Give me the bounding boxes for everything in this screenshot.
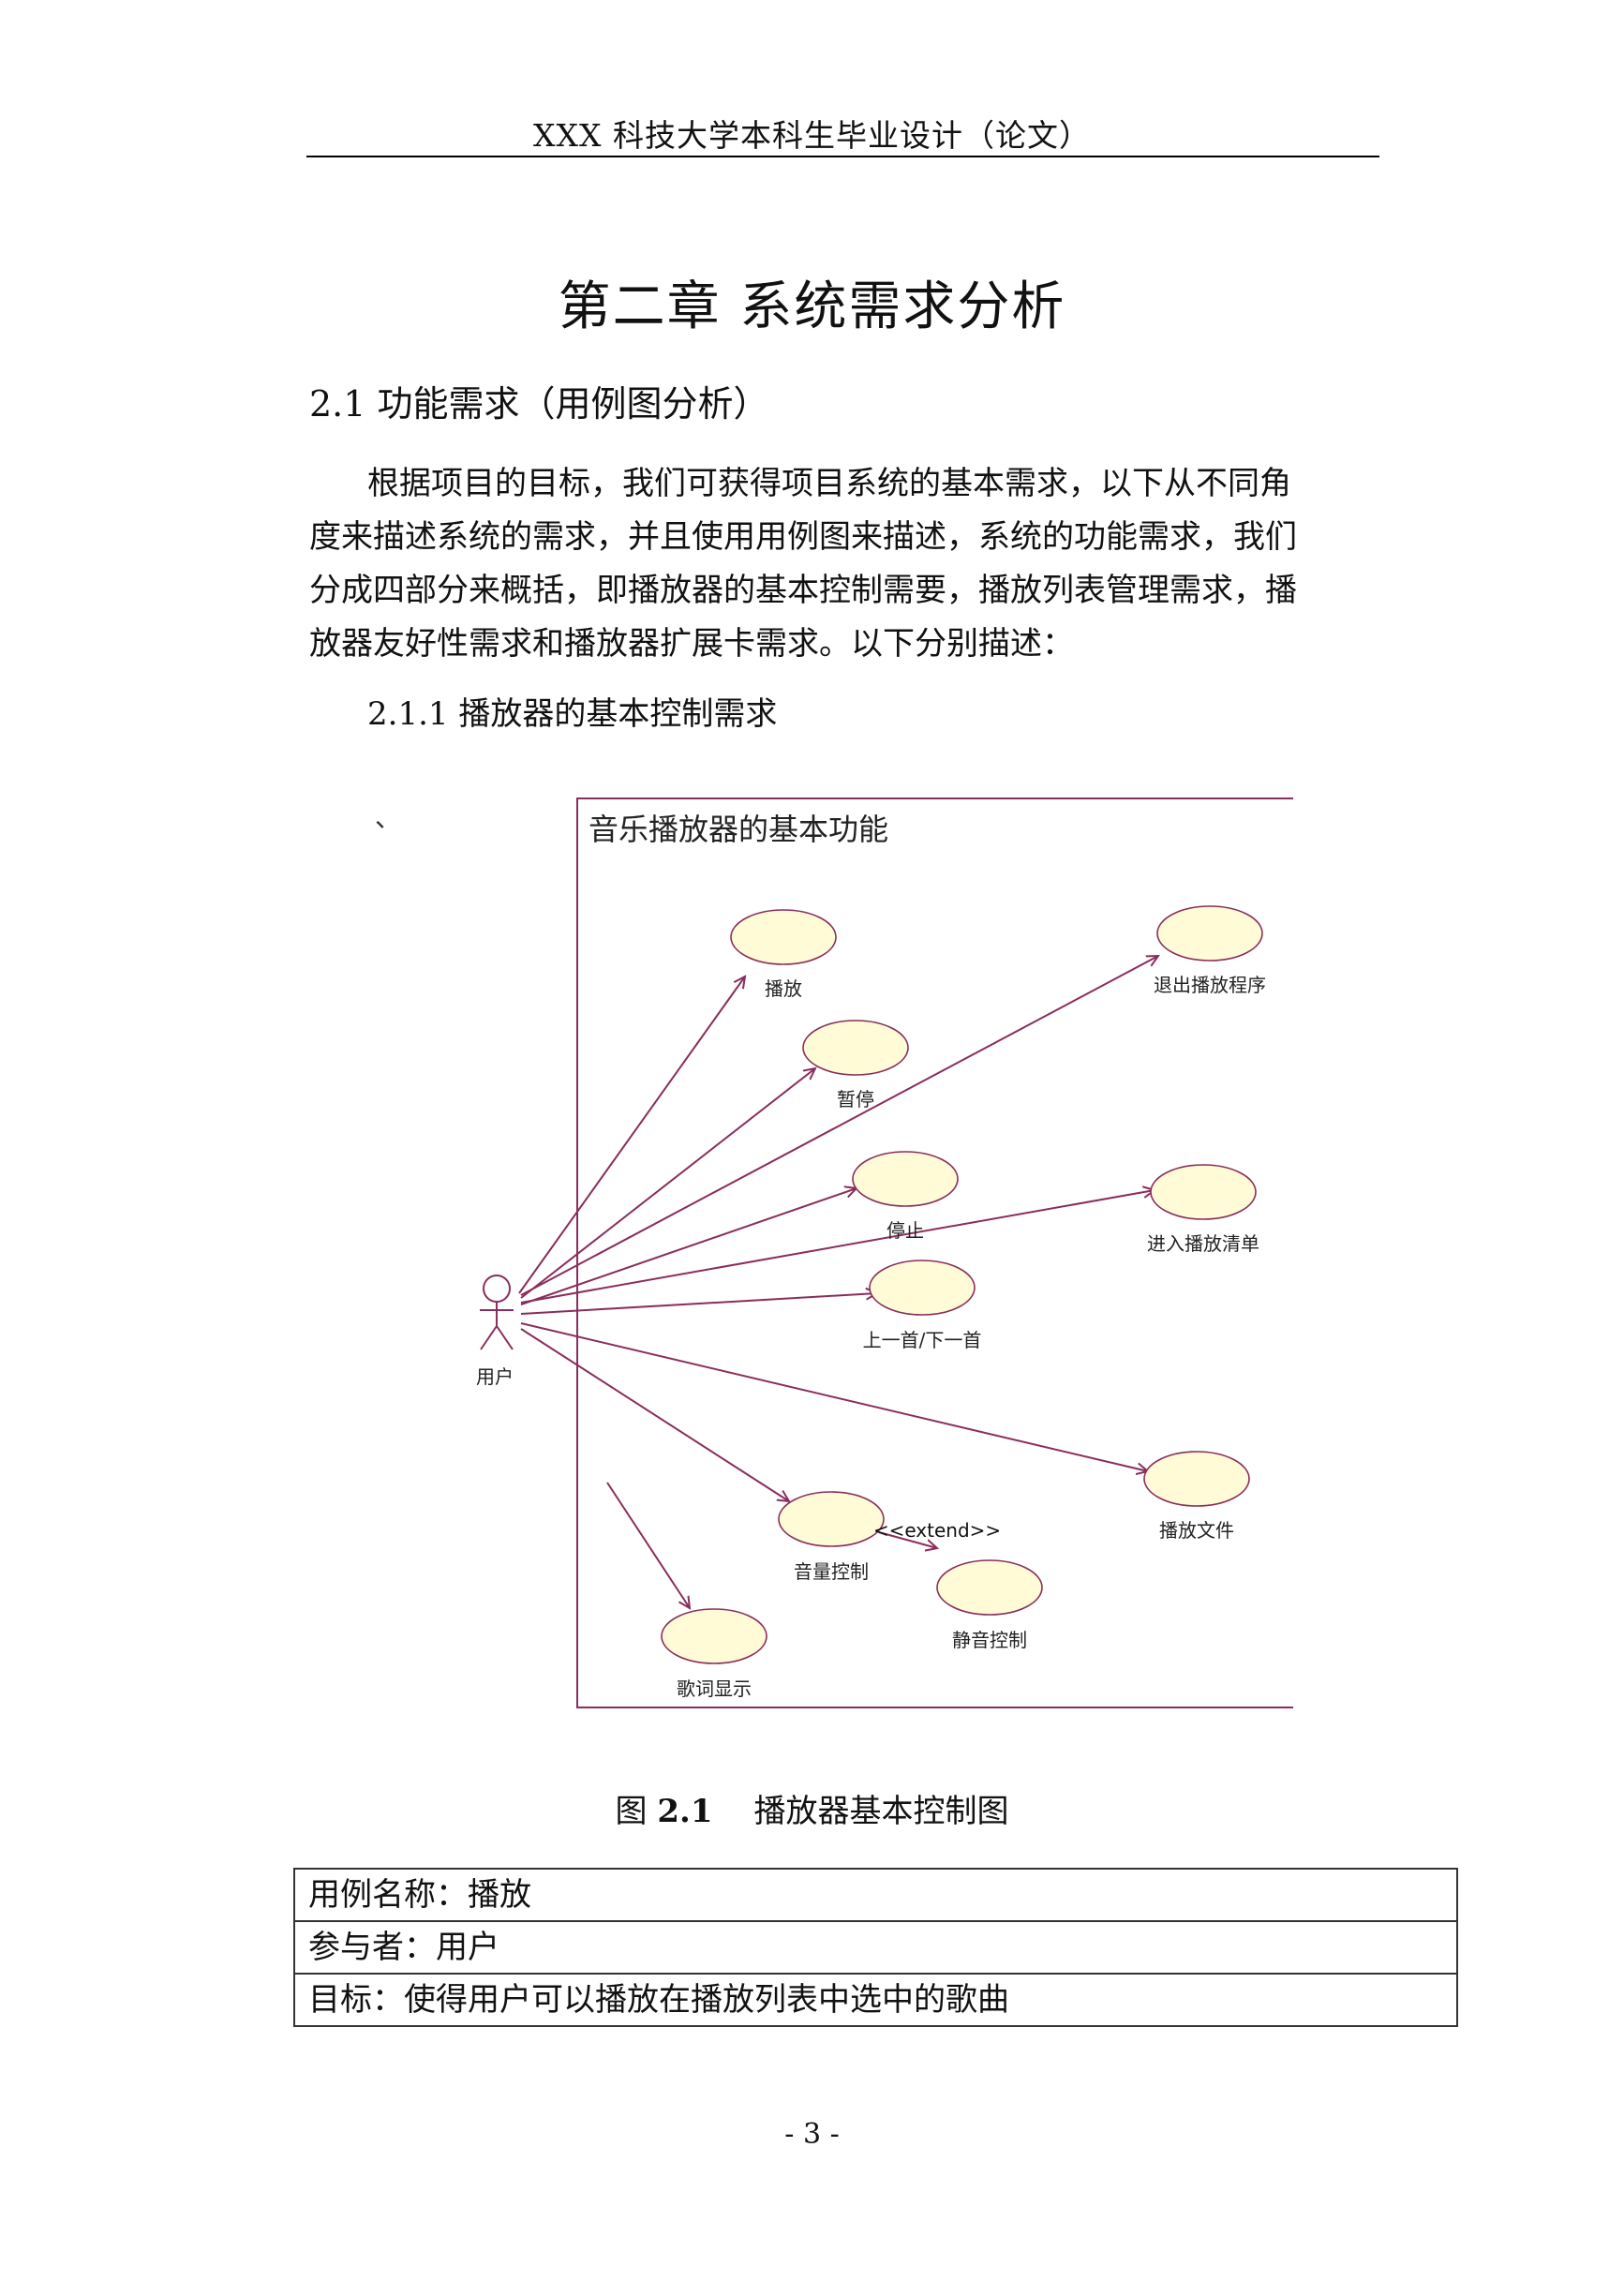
header-rule	[306, 156, 1379, 157]
table-cell: 参与者：用户	[293, 1920, 1458, 1975]
table-row: 用例名称：播放	[293, 1868, 1458, 1922]
figure-prefix: 图	[615, 1793, 658, 1830]
figure-number: 2.1	[657, 1793, 713, 1830]
intro-line: 分成四部分来概括，即播放器的基本控制需要，播放列表管理需求，播	[309, 572, 1297, 609]
figure-title: 播放器基本控制图	[753, 1793, 1009, 1830]
page-number: - 3 -	[784, 2118, 840, 2151]
boundary-title: 音乐播放器的基本功能	[589, 812, 888, 847]
usecase-playfile-label: 播放文件	[1159, 1519, 1234, 1542]
intro-line: 度来描述系统的需求，并且使用用例图来描述，系统的功能需求，我们	[309, 518, 1297, 556]
usecase-table: 用例名称：播放 参与者：用户 目标：使得用户可以播放在播放列表中选中的歌曲	[293, 1868, 1458, 2027]
assoc-playlist	[520, 1190, 1155, 1304]
table-row: 参与者：用户	[293, 1920, 1458, 1975]
usecase-mute	[936, 1559, 1043, 1616]
usecase-play-label: 播放	[765, 977, 802, 1000]
intro-line: 根据项目的目标，我们可获得项目系统的基本需求，以下从不同角	[367, 465, 1291, 502]
usecase-playlist	[1150, 1164, 1257, 1220]
usecase-pause	[802, 1020, 909, 1076]
table-cell: 用例名称：播放	[293, 1868, 1458, 1922]
assoc-stop	[520, 1188, 857, 1305]
actor-user	[480, 1275, 514, 1350]
usecase-exit-label: 退出播放程序	[1154, 974, 1266, 996]
usecase-pause-label: 暂停	[837, 1088, 874, 1111]
usecase-stop	[852, 1151, 959, 1207]
table-cell: 目标：使得用户可以播放在播放列表中选中的歌曲	[293, 1973, 1458, 2027]
assoc-exit	[520, 956, 1158, 1296]
assoc-volume	[520, 1328, 789, 1501]
usecase-lyrics	[661, 1608, 767, 1664]
table-row: 目标：使得用户可以播放在播放列表中选中的歌曲	[293, 1973, 1458, 2027]
usecase-stop-label: 停止	[886, 1219, 924, 1242]
assoc-pause	[520, 1068, 815, 1299]
extend-label: <<extend>>	[873, 1519, 1001, 1542]
use-case-diagram: 、 音乐播放器的基本功能 用户 播	[375, 798, 1293, 1708]
section-title: 2.1 功能需求（用例图分析）	[309, 383, 769, 425]
page-header: XXX 科技大学本科生毕业设计（论文）	[533, 117, 1091, 154]
extend-arrow	[878, 1531, 937, 1548]
chapter-title: 第二章 系统需求分析	[558, 276, 1066, 337]
intro-line: 放器友好性需求和播放器扩展卡需求。以下分别描述：	[309, 625, 1074, 663]
assoc-playfile	[520, 1322, 1148, 1471]
assoc-lyrics	[606, 1482, 690, 1608]
usecase-playfile	[1143, 1451, 1250, 1507]
system-boundary	[576, 798, 1293, 1708]
usecase-play	[730, 909, 837, 965]
usecase-prev-next-label: 上一首/下一首	[863, 1329, 982, 1351]
usecase-exit	[1156, 905, 1263, 962]
usecase-lyrics-label: 歌词显示	[677, 1677, 752, 1700]
intro-paragraph: 根据项目的目标，我们可获得项目系统的基本需求，以下从不同角 度来描述系统的需求，…	[309, 457, 1381, 671]
usecase-playlist-label: 进入播放清单	[1147, 1232, 1259, 1255]
assoc-prev-next	[520, 1293, 877, 1315]
usecase-prev-next	[869, 1260, 976, 1316]
stray-mark: 、	[375, 802, 401, 833]
usecase-volume-label: 音量控制	[794, 1560, 869, 1583]
usecase-mute-label: 静音控制	[952, 1629, 1027, 1651]
assoc-play	[518, 977, 745, 1294]
actor-label: 用户	[476, 1365, 514, 1388]
subsection-title: 2.1.1 播放器的基本控制需求	[367, 695, 778, 733]
figure-caption: 图 2.1 播放器基本控制图	[0, 1785, 1624, 1831]
usecase-volume	[778, 1491, 885, 1547]
